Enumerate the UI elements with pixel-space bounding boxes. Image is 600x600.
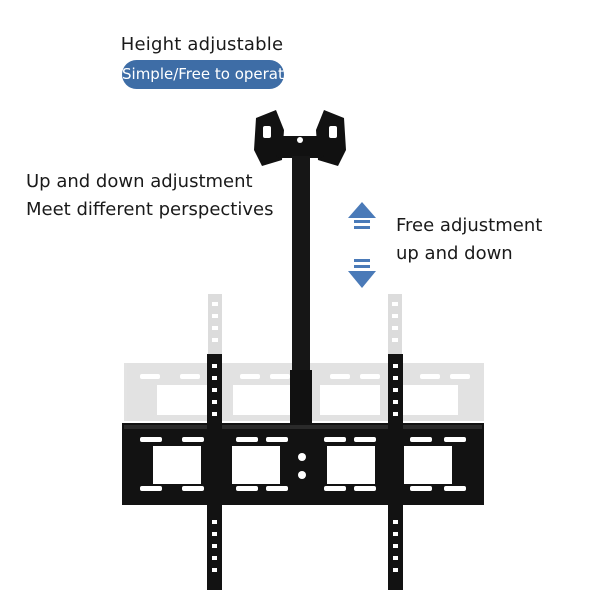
arrow-down-icon xyxy=(348,259,376,288)
ceiling-bracket xyxy=(254,110,346,166)
vertical-arms xyxy=(207,354,403,590)
right-caption-line-1: Free adjustment xyxy=(396,215,543,236)
page-title: Height adjustable xyxy=(120,34,284,55)
feature-badge: Simple/Free to operate xyxy=(122,60,293,89)
left-caption-line-1: Up and down adjustment xyxy=(26,171,253,192)
left-caption-line-2: Meet different perspectives xyxy=(26,199,274,220)
arrow-up-icon xyxy=(348,202,376,229)
right-caption-line-2: up and down xyxy=(396,243,513,264)
mount-panel xyxy=(122,423,484,505)
left-caption: Up and down adjustment Meet different pe… xyxy=(26,168,273,224)
right-caption: Free adjustment up and down xyxy=(396,212,542,268)
vertical-pole xyxy=(290,156,312,424)
